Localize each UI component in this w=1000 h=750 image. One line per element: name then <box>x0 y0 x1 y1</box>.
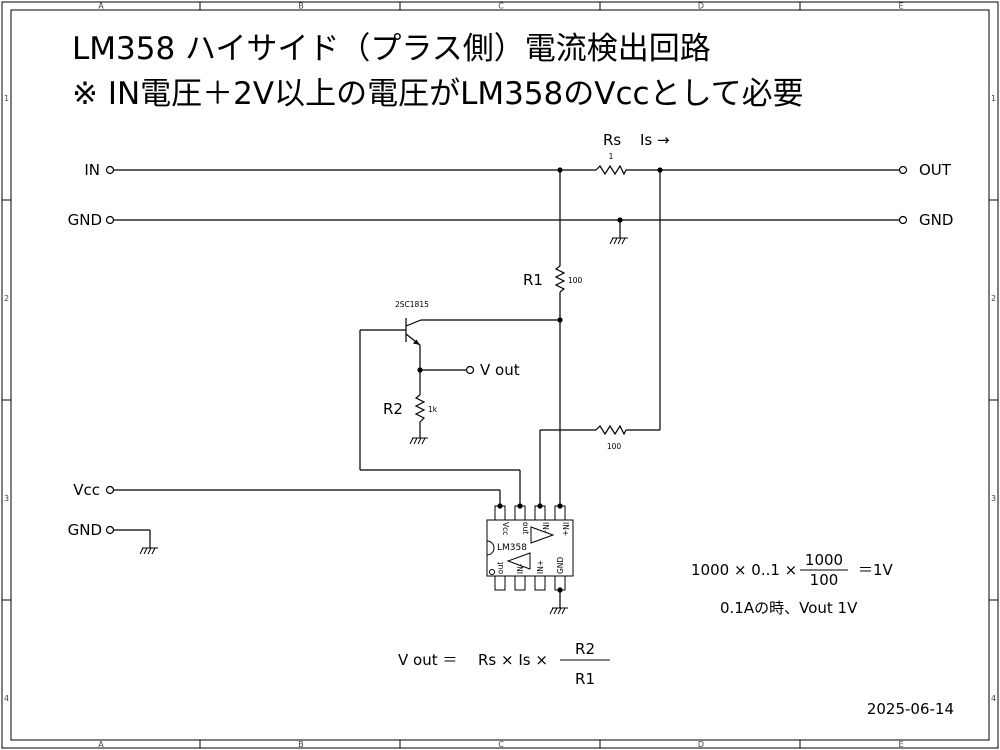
ic-name: LM358 <box>497 543 527 553</box>
ic-pin-top-in-minus: IN- <box>541 522 550 533</box>
formula-calc-numerator: 1000 <box>805 551 843 569</box>
row-label-1-right: 1 <box>991 94 996 103</box>
resistor-r1-name: R1 <box>523 271 543 289</box>
port-gnd-bottom-terminal <box>105 525 115 535</box>
row-label-2-right: 2 <box>991 294 996 303</box>
ground-symbol-r2 <box>409 437 428 445</box>
row-label-3-left: 3 <box>4 494 9 503</box>
formula-vout-lhs: V out ＝ <box>398 651 457 669</box>
resistor-r1 <box>554 265 566 293</box>
col-label-d-top: D <box>698 2 704 11</box>
port-vcc-terminal <box>105 485 115 495</box>
port-out-terminal <box>898 165 908 175</box>
col-label-b-top: B <box>298 2 304 11</box>
resistor-r2-name: R2 <box>383 400 403 418</box>
col-label-c-bottom: C <box>498 740 504 749</box>
formula-vout-numerator: R2 <box>575 640 595 658</box>
ic-pin-bottom-in-plus: IN+ <box>536 560 545 574</box>
formula-calc-lhs: 1000 × 0..1 × <box>691 561 797 579</box>
transistor-2sc1815 <box>405 318 422 346</box>
port-gnd-left-terminal <box>105 215 115 225</box>
junctions <box>417 167 663 593</box>
resistor-rs-name: Rs <box>603 131 621 149</box>
formula-vout-rhs: Rs × Is × <box>478 651 548 669</box>
col-label-e-top: E <box>898 2 903 11</box>
drawing-date: 2025-06-14 <box>867 700 954 718</box>
row-label-3-right: 3 <box>991 494 996 503</box>
col-label-e-bottom: E <box>898 740 903 749</box>
resistor-r1-value: 100 <box>568 276 583 285</box>
junction-gnd-rail <box>617 217 623 223</box>
ic-pin-bottom-in-minus: IN- <box>516 563 525 574</box>
resistor-r2 <box>414 394 426 423</box>
row-label-2-left: 2 <box>4 294 9 303</box>
port-out-label: OUT <box>919 161 952 179</box>
formula-vout-denominator: R1 <box>575 670 595 688</box>
ic-pin-top-vcc: Vcc <box>501 522 510 535</box>
resistor-r2-value: 1k <box>428 405 438 414</box>
col-label-a-bottom: A <box>98 740 104 749</box>
ground-symbol-rail <box>609 237 628 245</box>
title-line-2: ※ IN電圧＋2V以上の電圧がLM358のVccとして必要 <box>72 76 804 112</box>
port-vout-terminal <box>465 365 475 375</box>
ic-pin-top-out: out <box>521 522 530 534</box>
junction-rs-left <box>557 167 563 173</box>
port-in-terminal <box>105 165 115 175</box>
ic-pin-top-in-plus: IN+ <box>561 522 570 536</box>
resistor-rs-value: 1 <box>609 152 614 161</box>
formula-calc-denominator: 100 <box>810 571 839 589</box>
title-line-1: LM358 ハイサイド（プラス側）電流検出回路 <box>72 31 711 67</box>
ground-symbol-bottom-port <box>139 547 158 555</box>
transistor-name: 2SC1815 <box>395 300 429 309</box>
junction-rs-right <box>657 167 663 173</box>
junction-r1-base <box>557 317 563 323</box>
junction-emitter <box>417 367 423 373</box>
resistor-r3 <box>595 424 627 436</box>
resistor-r3-value: 100 <box>607 442 622 451</box>
formula-calc-result: ＝1V <box>858 561 894 579</box>
ic-pin-bottom-out: out <box>496 562 505 574</box>
col-label-d-bottom: D <box>698 740 704 749</box>
port-gnd-left-label: GND <box>68 211 102 229</box>
resistor-rs <box>595 164 627 176</box>
formula-note: 0.1Aの時、Vout 1V <box>720 599 858 617</box>
port-terminals <box>105 165 908 535</box>
ic-lm358 <box>486 505 574 591</box>
col-label-c-top: C <box>498 2 504 11</box>
row-label-1-left: 1 <box>4 94 9 103</box>
col-label-a-top: A <box>98 2 104 11</box>
col-label-b-bottom: B <box>298 740 304 749</box>
wires <box>114 169 899 608</box>
current-is-label: Is → <box>640 131 670 149</box>
port-gnd-right-label: GND <box>919 211 953 229</box>
port-vout-label: V out <box>480 361 520 379</box>
port-gnd-bottom-label: GND <box>68 521 102 539</box>
port-vcc-label: Vcc <box>73 481 100 499</box>
ground-symbol-ic <box>549 607 568 615</box>
port-in-label: IN <box>84 161 100 179</box>
row-label-4-left: 4 <box>4 694 9 703</box>
port-gnd-right-terminal <box>898 215 908 225</box>
row-label-4-right: 4 <box>991 694 996 703</box>
ic-pin-bottom-gnd: GND <box>556 557 565 574</box>
